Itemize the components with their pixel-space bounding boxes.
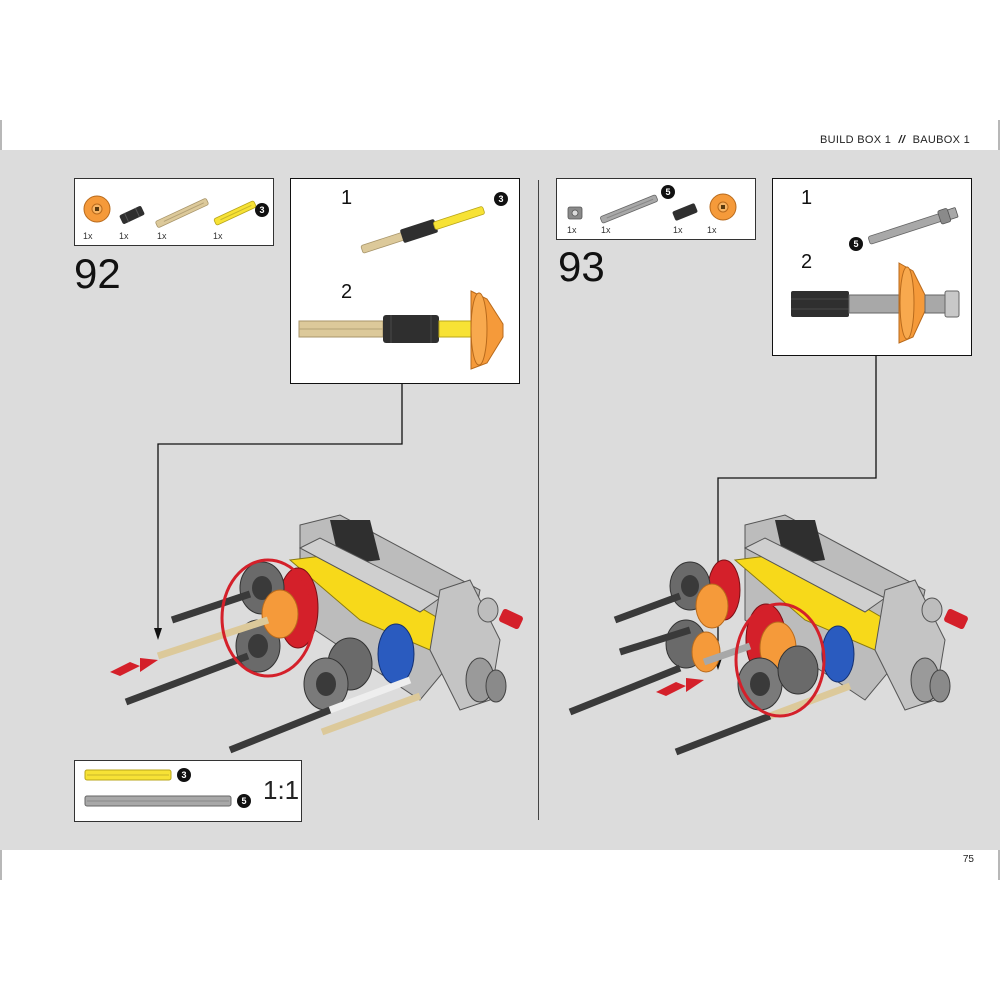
step93-subassembly-illustration	[791, 207, 960, 344]
substep2-axle-gear-assembly-icon	[298, 290, 504, 370]
step92-subassembly-illustration	[298, 206, 504, 370]
step92-callout-line	[157, 384, 403, 630]
substep1-gray-axle-icon	[868, 207, 959, 245]
step92-gearbox-model-icon	[110, 514, 523, 754]
orange-gear-icon	[83, 195, 111, 223]
axle-scale-box: 3 5 1:1	[74, 760, 302, 822]
step92-subassembly-box: 1 2 3	[290, 178, 520, 384]
step-divider	[538, 180, 539, 820]
step92-substep-2: 2	[341, 281, 353, 303]
step92-parts-box: 1x 1x 1x 1x 3	[74, 178, 274, 246]
header-build-box: BUILD BOX 1	[819, 134, 892, 146]
step92-substep-1: 1	[341, 187, 353, 209]
step93-gearbox-model-icon	[568, 514, 968, 756]
step92-part1-qty: 1x	[83, 231, 93, 241]
step92-part4-qty: 1x	[213, 231, 223, 241]
step92-part3-qty: 1x	[157, 231, 167, 241]
header-separator: //	[898, 134, 906, 146]
step93-parts-box: 1x 1x 1x 1x 5	[556, 178, 756, 240]
step93-substep-2: 2	[801, 251, 813, 273]
page-number: 75	[962, 854, 974, 865]
scale-ratio: 1:1	[263, 775, 300, 805]
step93-part3-qty: 1x	[673, 225, 683, 235]
step92-part2-qty: 1x	[119, 231, 129, 241]
substep2-gray-axle-gear-assembly-icon	[791, 262, 960, 344]
orange-gear-icon	[709, 193, 737, 221]
gray-axle-icon	[600, 194, 658, 224]
page-header: BUILD BOX 1 // BAUBOX 1	[820, 134, 970, 146]
gray-bush-icon	[567, 206, 583, 220]
step93-part1-qty: 1x	[567, 225, 577, 235]
step93-subassembly-box: 1 2 5	[772, 178, 972, 356]
step93-number: 93	[558, 243, 605, 290]
black-connector-icon	[119, 206, 145, 224]
scale-gray-badge: 5	[237, 794, 251, 808]
substep1-axle-assembly-icon	[360, 206, 485, 254]
black-connector-icon	[672, 203, 698, 221]
step93-sub-badge: 5	[849, 237, 863, 251]
scale-yellow-badge: 3	[177, 768, 191, 782]
step92-axle-length-badge: 3	[255, 203, 269, 217]
step92-sub-badge: 3	[494, 192, 508, 206]
step93-highlight-circle	[734, 602, 826, 718]
step93-part2-qty: 1x	[601, 225, 611, 235]
step92-number: 92	[74, 250, 121, 297]
step93-substep-1: 1	[801, 187, 813, 209]
header-baubox: BAUBOX 1	[912, 134, 970, 146]
tan-axle-icon	[155, 198, 209, 228]
step93-parts-illustration	[567, 193, 737, 224]
step93-part4-qty: 1x	[707, 225, 717, 235]
step92-callout-arrowhead	[154, 628, 162, 640]
step92-insert-arrow	[110, 658, 158, 676]
step92-highlight-circle	[220, 558, 316, 678]
yellow-axle-icon	[213, 200, 257, 226]
axle-scale-illustration	[84, 769, 232, 807]
step92-parts-illustration	[83, 195, 257, 228]
step93-axle-length-badge: 5	[661, 185, 675, 199]
step93-insert-arrow	[656, 678, 704, 696]
